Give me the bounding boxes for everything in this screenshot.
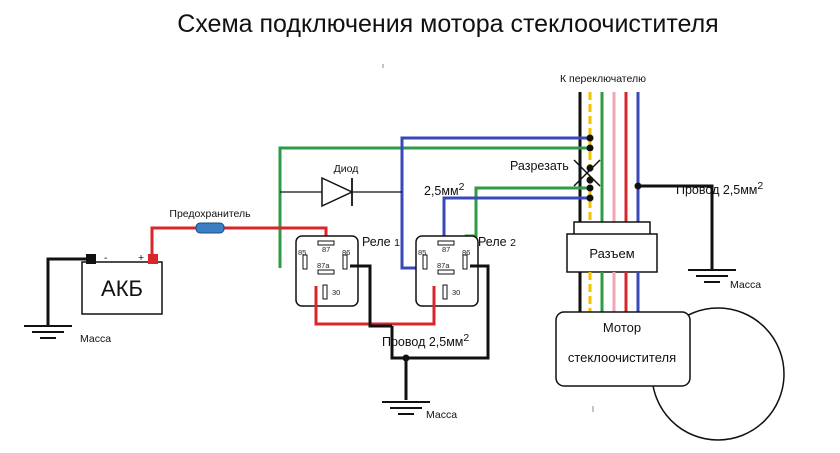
battery-plus-label: + bbox=[138, 252, 144, 264]
junction-blue-top bbox=[586, 134, 594, 142]
diode-label: Диод bbox=[334, 163, 359, 175]
relay-2 bbox=[415, 235, 479, 307]
relay2-86-ground-wire bbox=[406, 264, 490, 360]
relay-1 bbox=[295, 235, 359, 307]
relay1-pin-87a: 87a bbox=[317, 261, 330, 270]
diagram-title: Схема подключения мотора стеклоочистител… bbox=[177, 10, 718, 38]
battery-label: АКБ bbox=[101, 276, 143, 301]
right-ground-wire bbox=[638, 184, 714, 270]
battery-positive-wire bbox=[150, 226, 196, 259]
wire-bottom-label: Провод 2,5мм2 bbox=[382, 332, 469, 349]
red-wire-relays bbox=[314, 286, 436, 326]
relay1-pin-87: 87 bbox=[322, 245, 330, 254]
connector-box bbox=[566, 233, 658, 273]
relay1-pin-85: 85 bbox=[298, 248, 306, 257]
battery-minus-label: - bbox=[104, 252, 108, 264]
wire-right-label: Провод 2,5мм2 bbox=[676, 180, 763, 197]
diode-symbol bbox=[280, 176, 402, 208]
battery-box bbox=[81, 261, 163, 315]
right-ground-junction bbox=[634, 182, 642, 190]
battery-ground-wire bbox=[46, 257, 88, 326]
blue-wire-relay2 bbox=[400, 136, 590, 270]
motor-label-line1: Мотор bbox=[603, 320, 641, 335]
motor-label-line2: стеклоочистителя bbox=[568, 350, 676, 365]
junction-cut-upper bbox=[586, 164, 594, 172]
battery-negative-terminal bbox=[86, 254, 96, 264]
relay2-label: Реле 2 bbox=[478, 235, 516, 249]
ground-center-symbol bbox=[382, 401, 430, 415]
relay1-pin-30: 30 bbox=[332, 288, 340, 297]
ground-left-label: Масса bbox=[80, 333, 111, 345]
relay2-pin-87a: 87a bbox=[437, 261, 450, 270]
relay1-pin-86: 86 bbox=[342, 248, 350, 257]
ground-center-label: Масса bbox=[426, 409, 457, 421]
junction-cut-lower bbox=[586, 176, 594, 184]
motor-box bbox=[555, 311, 691, 387]
junction-green-lower bbox=[586, 184, 594, 192]
motor-wires bbox=[578, 272, 640, 314]
relay1-label: Реле 1 bbox=[362, 235, 400, 249]
relay1-86-ground-wire bbox=[350, 264, 392, 328]
ground-right-label: Масса bbox=[730, 279, 761, 291]
relay2-pin-87: 87 bbox=[442, 245, 450, 254]
cut-label: Разрезать bbox=[510, 159, 569, 173]
connector-label: Разъем bbox=[589, 246, 634, 261]
to-switch-label: К переключателю bbox=[560, 73, 646, 85]
junction-green-top bbox=[586, 144, 594, 152]
ground-bus-junction bbox=[402, 354, 410, 362]
relay2-pin-30: 30 bbox=[452, 288, 460, 297]
ground-right-symbol bbox=[688, 269, 736, 283]
cut-marker bbox=[573, 159, 601, 187]
junction-blue-lower bbox=[586, 194, 594, 202]
relay2-pin-86: 86 bbox=[462, 248, 470, 257]
ground-bus-wire bbox=[390, 326, 408, 400]
wire-top-label: 2,5мм2 bbox=[424, 181, 465, 198]
fuse-label: Предохранитель bbox=[169, 208, 251, 220]
blue-wire-relay2-87 bbox=[442, 196, 590, 242]
harness-wires bbox=[578, 92, 640, 222]
ground-left-symbol bbox=[24, 325, 72, 339]
fuse bbox=[195, 222, 225, 234]
relay2-pin-85: 85 bbox=[418, 248, 426, 257]
